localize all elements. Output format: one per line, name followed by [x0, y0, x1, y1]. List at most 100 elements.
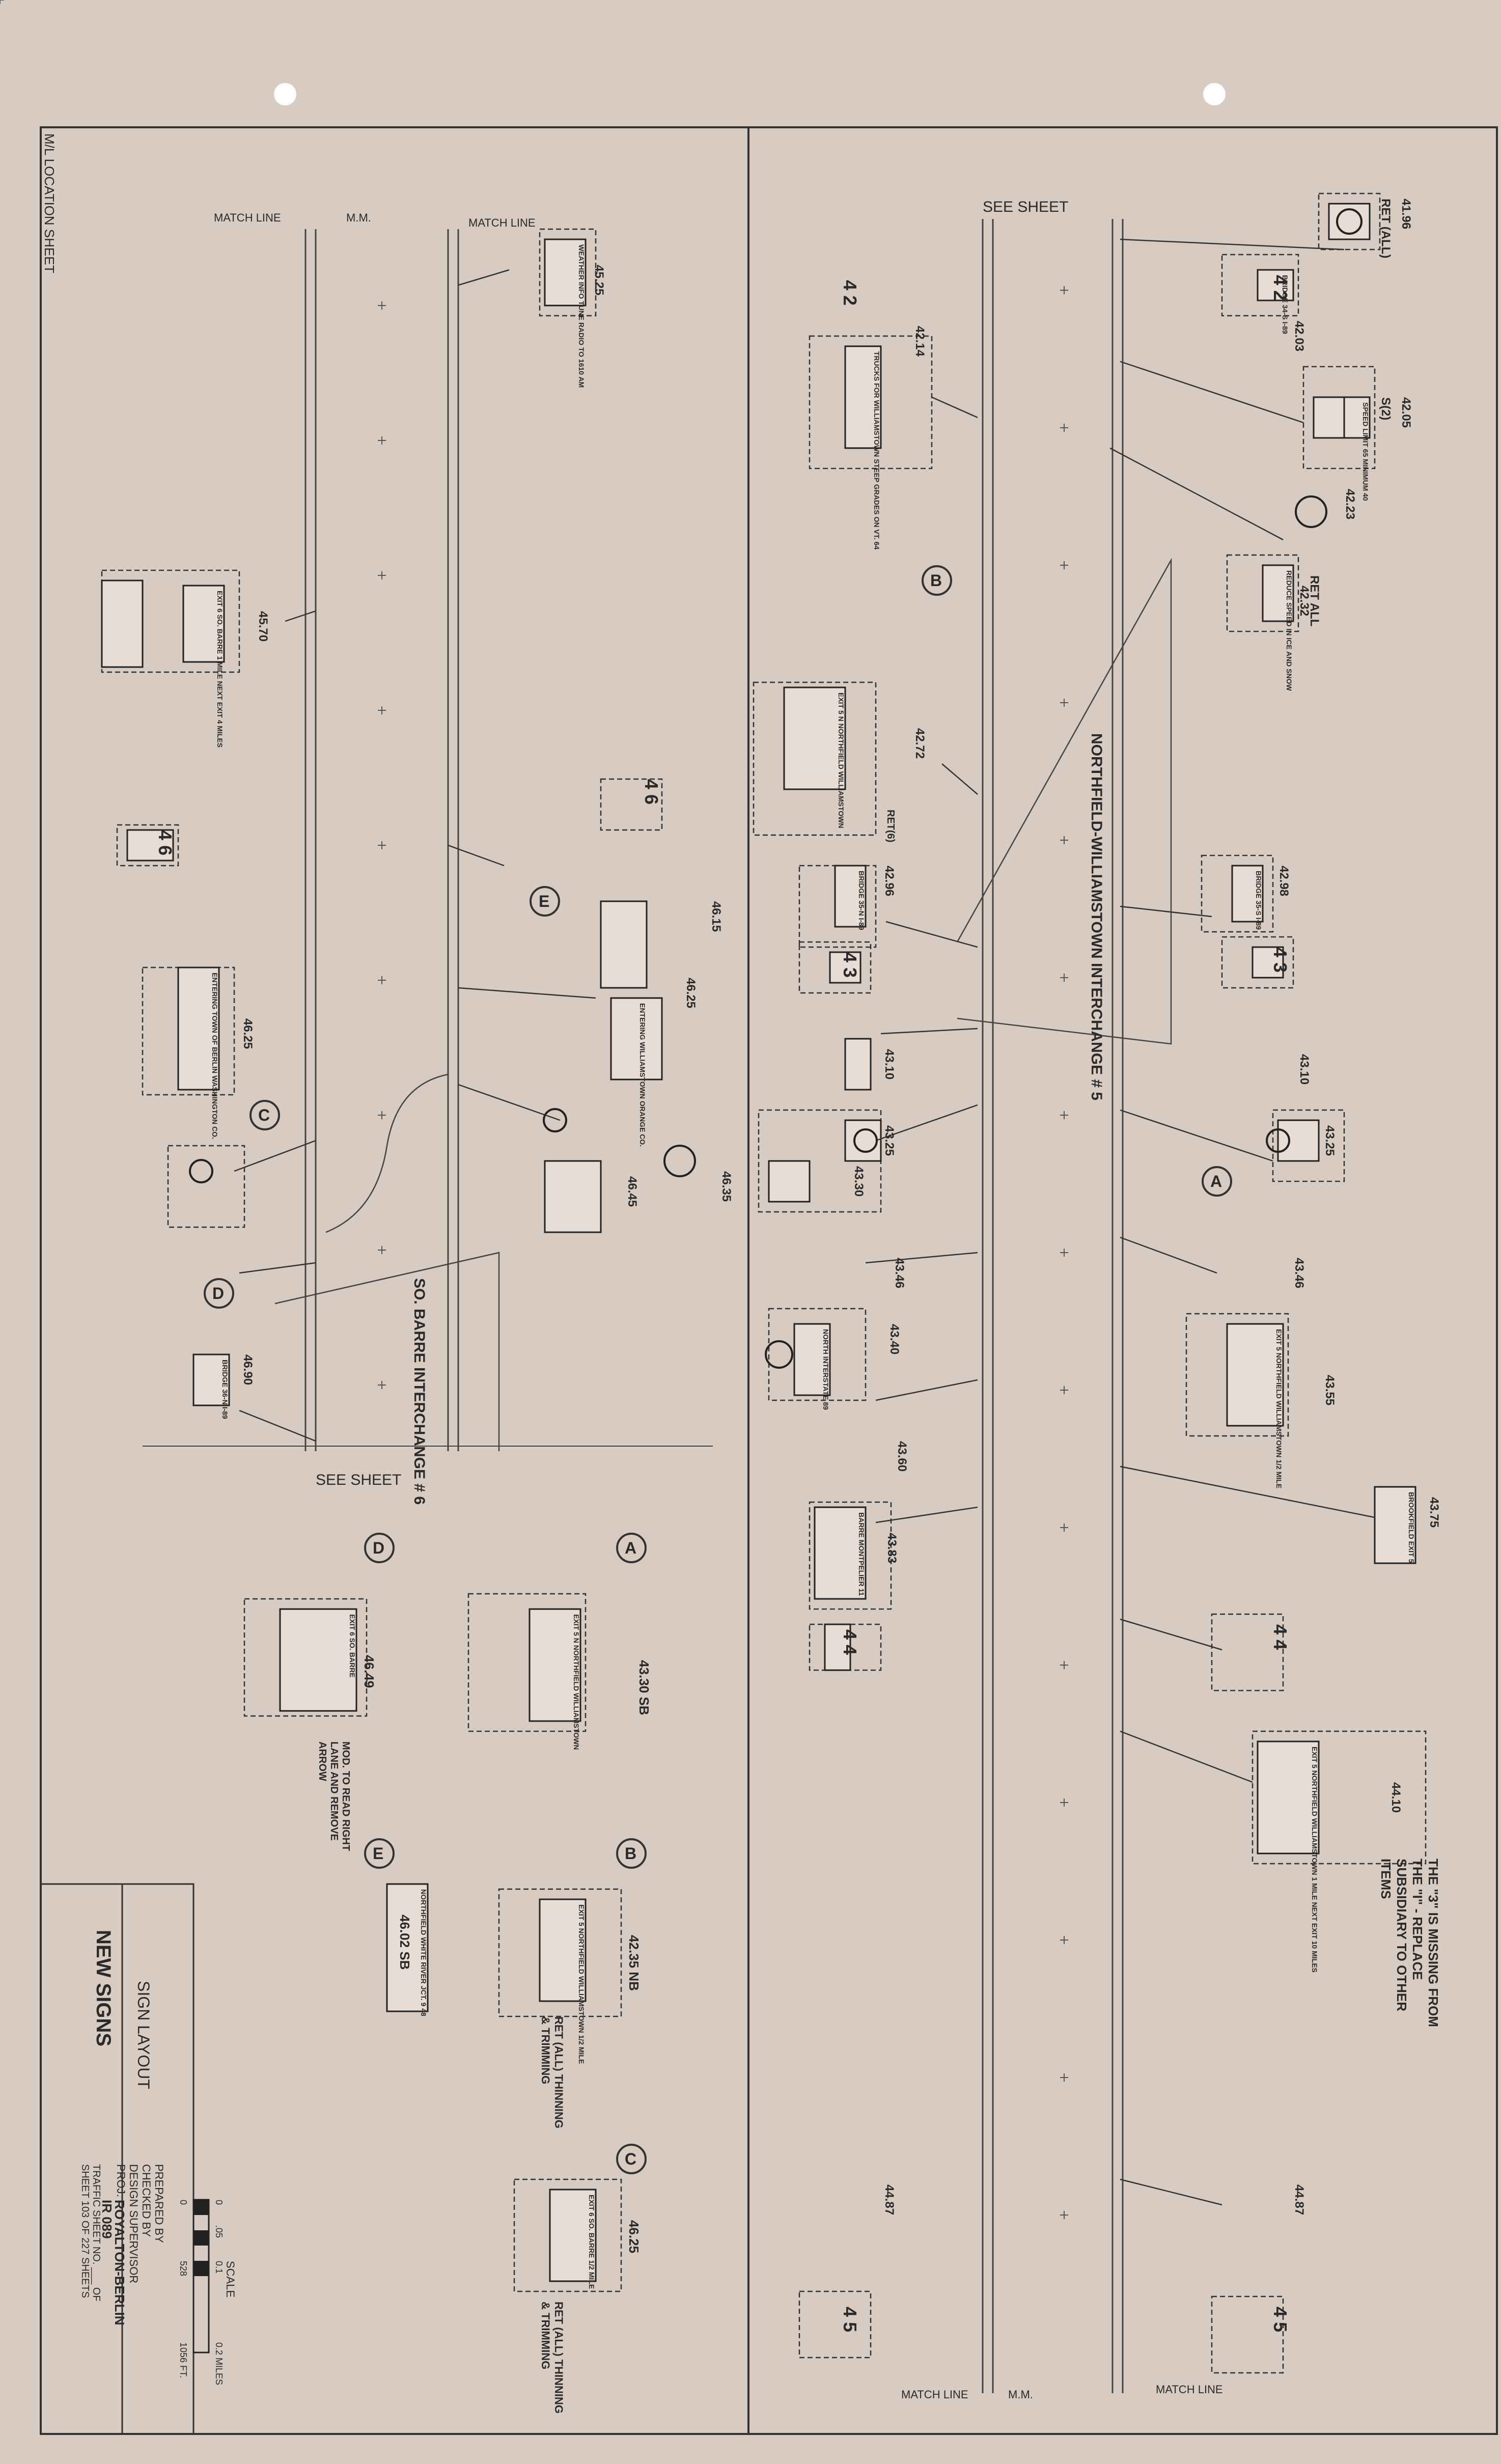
sign-mm: 43.10	[1297, 1054, 1311, 1085]
sign-mm: 42.03	[1292, 321, 1306, 352]
station-plus-icon	[377, 706, 386, 715]
sign-mm: 43.46	[893, 1258, 906, 1289]
detail-keys	[204, 565, 1232, 2174]
match-line-label: MATCH LINE	[214, 211, 281, 224]
sign-text: EXIT 6 SO. BARRE	[348, 1614, 356, 1678]
station-plus-icon	[1060, 836, 1069, 845]
sign-text: EXIT 5 NORTHFIELD WILLIAMSTOWN 1/2 MILE	[577, 1904, 586, 2064]
mile-marker: 4 3	[1270, 947, 1291, 973]
see-sheet-top: SEE SHEET	[983, 199, 1069, 215]
missing-digit-note: THE "3" IS MISSING FROM THE "I" - REPLAC…	[1378, 1859, 1441, 2027]
sign-mm: 46.90	[241, 1354, 255, 1386]
station-plus-icon	[1060, 1386, 1069, 1395]
station-plus-icon	[1060, 423, 1069, 432]
roadway-right	[956, 219, 1172, 2393]
sign-text: EXIT 5 N NORTHFIELD WILLIAMSTOWN	[572, 1614, 580, 1750]
sign-mm: 45.70	[256, 611, 270, 642]
sign-mm: 46.45	[625, 1176, 639, 1207]
sign-text: BRIDGE 35-N I-89	[857, 871, 866, 930]
sign-note: RET (ALL)	[1379, 199, 1393, 259]
detail-c-mm: 46.25	[626, 2220, 642, 2254]
detail-key-d2: D	[373, 1539, 385, 1557]
sign-text: ENTERING WILLIAMSTOWN ORANGE CO.	[638, 1003, 647, 1147]
punch-hole	[1203, 83, 1226, 105]
station-markers	[0, 0, 1069, 2220]
station-plus-icon	[1060, 1111, 1069, 1120]
detail-key-d: D	[212, 1284, 225, 1303]
mile-marker: 4 5	[840, 2307, 860, 2333]
detail-a-mm: 43.30 SB	[636, 1660, 652, 1715]
sign-note: RET ALL	[1308, 575, 1321, 627]
sign-mm: 43.40	[887, 1324, 901, 1355]
match-line-bottom-2: MATCH LINE	[1156, 2383, 1223, 2396]
sign-text: EXIT 5 N NORTHFIELD WILLIAMSTOWN	[837, 693, 845, 828]
sign-mm: 42.72	[913, 728, 927, 759]
detail-key-b2: B	[625, 1844, 637, 1863]
station-plus-icon	[1060, 561, 1069, 570]
detail-key-a2: A	[625, 1539, 637, 1557]
sign-text: NORTH INTERSTATE 89	[822, 1329, 830, 1410]
sign-note: S(2)	[1379, 397, 1393, 421]
detail-key-e: E	[539, 892, 550, 910]
station-plus-icon	[1060, 698, 1069, 707]
sign-text: ENTERING TOWN OF BERLIN WASHINGTON CO.	[211, 973, 219, 1139]
detail-c-note: RET (ALL) THINNING & TRIMMING	[539, 2302, 565, 2414]
sign-text: NORTHFIELD WHITE RIVER JCT. 9 48	[420, 1889, 428, 2016]
detail-key-c2: C	[625, 2150, 637, 2168]
sign-boxes	[101, 192, 1427, 2374]
sheet-type: SIGN LAYOUT	[134, 1981, 153, 2089]
station-plus-icon	[1060, 1660, 1069, 1670]
sign-mm: 42.96	[882, 866, 896, 897]
sign-mm: 46.15	[709, 901, 723, 932]
scale-tick: 0	[214, 2200, 224, 2205]
sign-text: EXIT 5 NORTHFIELD WILLIAMSTOWN 1/2 MILE	[1275, 1329, 1283, 1489]
detail-e-mm: 46.02 SB	[397, 1915, 412, 1970]
sign-text: BARRE MONTPELIER 11	[857, 1512, 866, 1596]
mile-marker: 4 4	[1270, 1624, 1291, 1650]
detail-key-b: B	[930, 571, 942, 590]
sign-text: EXIT 6 SO. BARRE 1/2 MILE	[588, 2195, 596, 2289]
mile-marker: 4 5	[1270, 2307, 1291, 2333]
sign-mm: 43.46	[1292, 1258, 1306, 1289]
sign-mm: 43.25	[1323, 1125, 1337, 1156]
sign-mm: 43.60	[895, 1441, 909, 1472]
sign-text: EXIT 5 NORTHFIELD WILLIAMSTOWN 1 MILE NE…	[1311, 1747, 1319, 1973]
mm-label: M.M.	[346, 211, 371, 224]
match-line-label-2: MATCH LINE	[468, 216, 536, 229]
punch-hole	[274, 83, 296, 105]
sign-mm: 43.83	[885, 1533, 899, 1564]
interchange-5-label: NORTHFIELD-WILLIAMSTOWN INTERCHANGE # 5	[1088, 733, 1105, 1101]
sheet-border	[40, 126, 1498, 2435]
sheet-title: NEW SIGNS	[92, 1930, 115, 2046]
mile-marker: 4 3	[840, 952, 860, 978]
prepared-by: PREPARED BY	[153, 2164, 165, 2243]
checked-by: CHECKED BY	[140, 2164, 153, 2237]
sign-mm: 41.96	[1399, 199, 1413, 230]
scale-tick-ft: 528	[178, 2261, 188, 2277]
station-plus-icon	[1060, 1935, 1069, 1945]
detail-b-note: RET (ALL) THINNING & TRIMMING	[539, 2016, 565, 2128]
sign-text: REDUCE SPEED IN ICE AND SNOW	[1285, 570, 1293, 691]
sign-mm: 43.75	[1427, 1497, 1441, 1528]
sign-note: RET(6)	[885, 810, 896, 843]
sign-mm: 42.05	[1399, 397, 1413, 428]
see-sheet-bottom: SEE SHEET	[316, 1472, 402, 1488]
station-plus-icon	[377, 436, 386, 445]
sign-mm: 43.10	[882, 1049, 896, 1080]
title-block	[40, 1883, 194, 2435]
sign-mm: 44.10	[1389, 1782, 1403, 1813]
scale-label: SCALE	[224, 2261, 237, 2298]
sign-mm: 46.25	[241, 1018, 255, 1049]
scale-tick: 0.2 MILES	[214, 2342, 224, 2386]
sign-text: BROOKFIELD EXIT 5	[1407, 1492, 1415, 1563]
scale-tick: .05	[214, 2225, 224, 2238]
mile-marker: 4 6	[641, 779, 662, 805]
roadway-left	[143, 229, 713, 1451]
project-label: PROJ.	[115, 2164, 127, 2197]
leader-lines	[234, 238, 1375, 2206]
sign-mm: 42.23	[1343, 489, 1357, 520]
route-shields	[189, 208, 1363, 1369]
station-plus-icon	[1060, 973, 1069, 982]
station-plus-icon	[377, 841, 386, 850]
detail-d-note: MOD. TO READ RIGHT LANE AND REMOVE ARROW	[317, 1741, 351, 1851]
